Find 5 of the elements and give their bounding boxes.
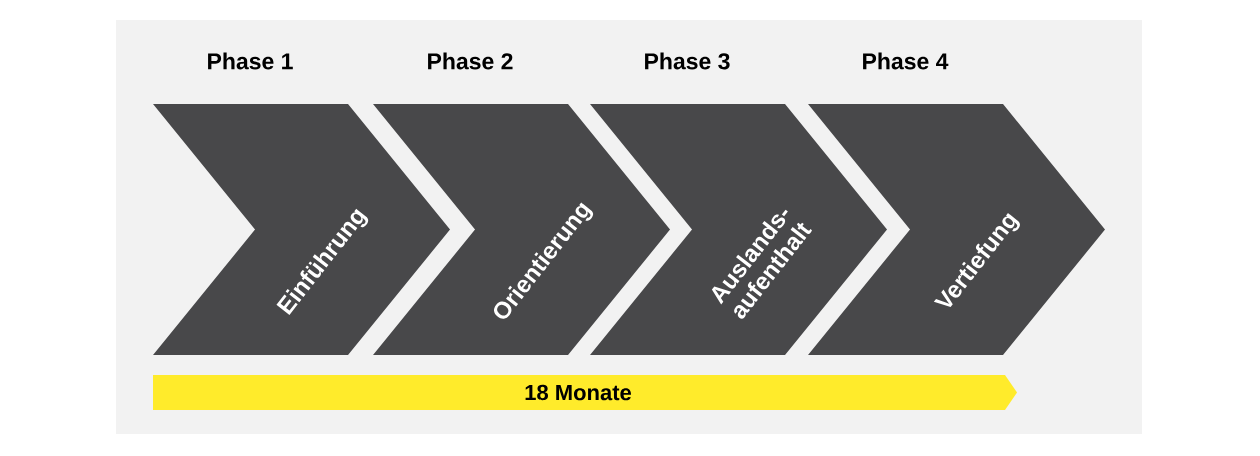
timeline-bar: 18 Monate bbox=[153, 375, 1017, 410]
phase-heading: Phase 1 bbox=[208, 52, 293, 70]
phase-heading: Phase 3 bbox=[645, 52, 730, 70]
phase-heading: Phase 4 bbox=[863, 52, 949, 70]
phase-heading: Phase 2 bbox=[428, 52, 513, 70]
